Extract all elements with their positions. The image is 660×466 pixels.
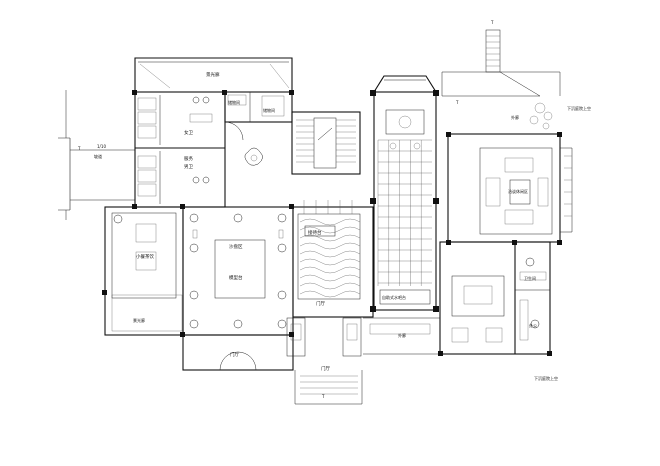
lower-right-rooms: [439, 241, 551, 355]
label-male-wc: 男卫: [184, 164, 193, 170]
column-icon: [102, 90, 562, 356]
label-storage: 储物间: [228, 99, 240, 105]
label-model-table: 模型台: [229, 274, 243, 281]
label-hall: 门厅: [316, 300, 325, 307]
label-wash: 卫生间: [524, 275, 536, 281]
right-lounge: [447, 133, 573, 243]
label-lobby: 门厅: [230, 351, 239, 358]
plant-icon: [244, 147, 263, 166]
label-level: 1/10: [97, 144, 106, 149]
label-sofa-zone: 沙盘区: [229, 243, 243, 250]
label-balcony-left: 景光廊: [133, 317, 145, 323]
label-outdoor2: 外廊: [511, 114, 519, 120]
reception-area: [292, 200, 374, 318]
svg-text:T: T: [77, 146, 81, 151]
tiled-corridor: [373, 75, 437, 311]
washroom-block: [134, 91, 226, 208]
svg-text:T: T: [490, 20, 494, 25]
svg-text:T: T: [321, 394, 325, 399]
top-balcony: [134, 57, 293, 92]
label-reading: 洽谈休闲区: [508, 188, 528, 194]
storage-rooms: [224, 91, 293, 141]
svg-text:T: T: [455, 100, 459, 105]
label-office: 办公: [529, 322, 537, 328]
label-storage2: 储物间: [263, 107, 275, 113]
stair-core: [291, 111, 361, 175]
label-reception: 接待台: [308, 229, 322, 236]
central-hall: [182, 206, 294, 336]
level-marks: T T T T: [77, 20, 494, 399]
top-right-terrace: [441, 29, 561, 130]
label-self-bar: 自助式水吧台: [382, 294, 406, 300]
label-corner-bottom: 下沉庭院上空: [534, 375, 558, 381]
label-staff: 服务: [184, 155, 193, 162]
label-outdoor: 外廊: [398, 332, 406, 338]
label-balcony-top: 景光廊: [206, 71, 220, 78]
left-room: [104, 206, 184, 336]
label-lobby2: 门厅: [321, 365, 330, 372]
room-labels: 景光廊 储物间 储物间 女卫 服务 男卫 1/10 坡道 小餐茶饮 沙盘区 模型…: [94, 71, 591, 381]
label-female-wc: 女卫: [184, 129, 193, 136]
entrance: [182, 317, 440, 405]
left-ramp: [58, 90, 135, 220]
label-corner-top: 下沉庭院上空: [567, 105, 591, 111]
label-left-room: 小餐茶饮: [136, 253, 154, 260]
label-ramp: 坡道: [94, 153, 102, 159]
